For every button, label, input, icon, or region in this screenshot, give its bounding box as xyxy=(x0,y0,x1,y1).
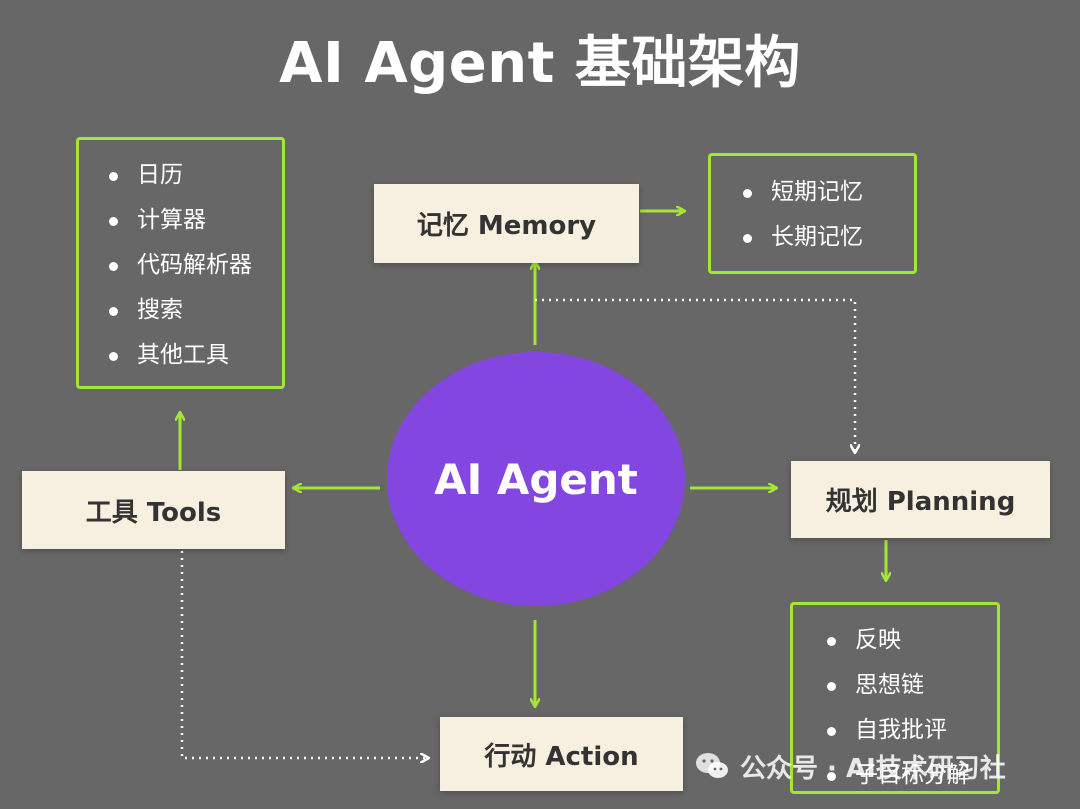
planning-list-panel: 反映思想链自我批评子目标分解 xyxy=(790,602,1000,794)
wechat-icon xyxy=(694,751,730,781)
planning-list-item: 反映 xyxy=(825,618,997,663)
ai-agent-core-label: AI Agent xyxy=(434,454,638,504)
ai-agent-core: AI Agent xyxy=(387,352,685,606)
planning-list-item: 思想链 xyxy=(825,663,997,708)
tools-node: 工具 Tools xyxy=(22,471,285,549)
memory-list-item: 短期记忆 xyxy=(741,170,914,215)
tools-list-item: 计算器 xyxy=(107,198,282,243)
memory-node-label: 记忆 Memory xyxy=(416,211,597,241)
dotted-memory-to-planning xyxy=(535,298,855,452)
dotted-tools-to-action xyxy=(180,530,428,758)
watermark-text: 公众号 · AI技术研习社 xyxy=(740,753,1006,784)
action-node: 行动 Action xyxy=(440,717,683,791)
tools-node-label: 工具 Tools xyxy=(85,497,222,528)
action-node-label: 行动 Action xyxy=(484,741,639,772)
planning-node: 规划 Planning xyxy=(791,461,1050,538)
tools-list-item: 其他工具 xyxy=(107,333,282,378)
planning-list-item: 子目标分解 xyxy=(825,753,997,798)
memory-node: 记忆 Memory xyxy=(374,184,639,263)
memory-list-item: 长期记忆 xyxy=(741,215,914,260)
memory-list-panel: 短期记忆长期记忆 xyxy=(708,153,917,274)
planning-list-item: 自我批评 xyxy=(825,708,997,753)
tools-list-item: 搜索 xyxy=(107,288,282,333)
tools-list-item: 日历 xyxy=(107,153,282,198)
tools-list-item: 代码解析器 xyxy=(107,243,282,288)
watermark: 公众号 · AI技术研习社 xyxy=(694,748,1006,784)
tools-list-panel: 日历计算器代码解析器搜索其他工具 xyxy=(76,137,285,389)
diagram-title: AI Agent 基础架构 xyxy=(279,31,801,96)
planning-node-label: 规划 Planning xyxy=(825,487,1016,517)
